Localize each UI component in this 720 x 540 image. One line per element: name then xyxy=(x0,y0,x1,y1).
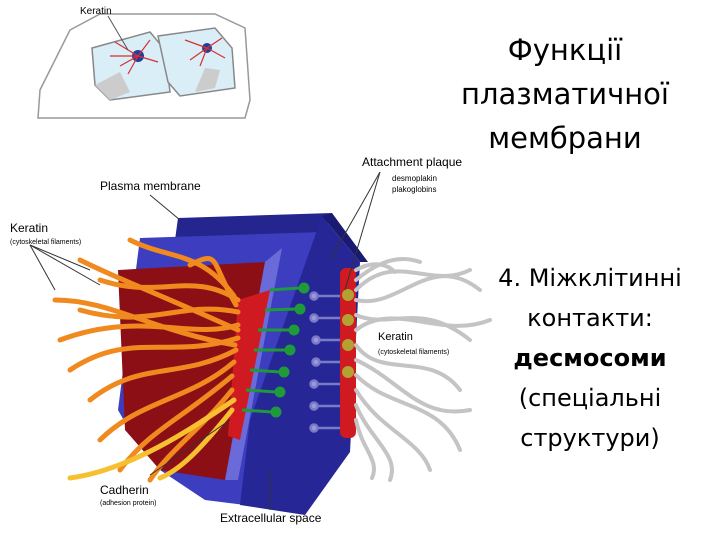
body-line-4: (спеціальні xyxy=(470,378,710,418)
label-keratin-right-sub: (cytoskeletal filaments) xyxy=(378,349,449,356)
slide-body: 4. Міжклітинні контакти: десмосоми (спец… xyxy=(470,258,710,458)
label-keratin-left: Keratin xyxy=(10,221,48,235)
label-extracellular-space: Extracellular space xyxy=(220,511,322,525)
body-heading: 4. Міжклітинні xyxy=(470,258,710,298)
body-term: десмосоми xyxy=(470,338,710,378)
label-keratin-right: Keratin xyxy=(378,331,413,343)
label-top-keratin: Keratin xyxy=(80,6,112,17)
label-desmoplakin: desmoplakin xyxy=(392,174,437,183)
label-cadherin-sub: (adhesion protein) xyxy=(100,500,156,507)
body-line-2: контакти: xyxy=(470,298,710,338)
label-keratin-left-sub: (cytoskeletal filaments) xyxy=(10,239,81,246)
label-plakoglobins: plakoglobins xyxy=(392,185,436,194)
cell-inset: Keratin xyxy=(38,6,250,118)
body-line-5: структури) xyxy=(470,418,710,458)
label-attachment-plaque: Attachment plaque xyxy=(362,155,462,169)
label-cadherin: Cadherin xyxy=(100,483,149,497)
label-plasma-membrane: Plasma membrane xyxy=(100,179,201,193)
